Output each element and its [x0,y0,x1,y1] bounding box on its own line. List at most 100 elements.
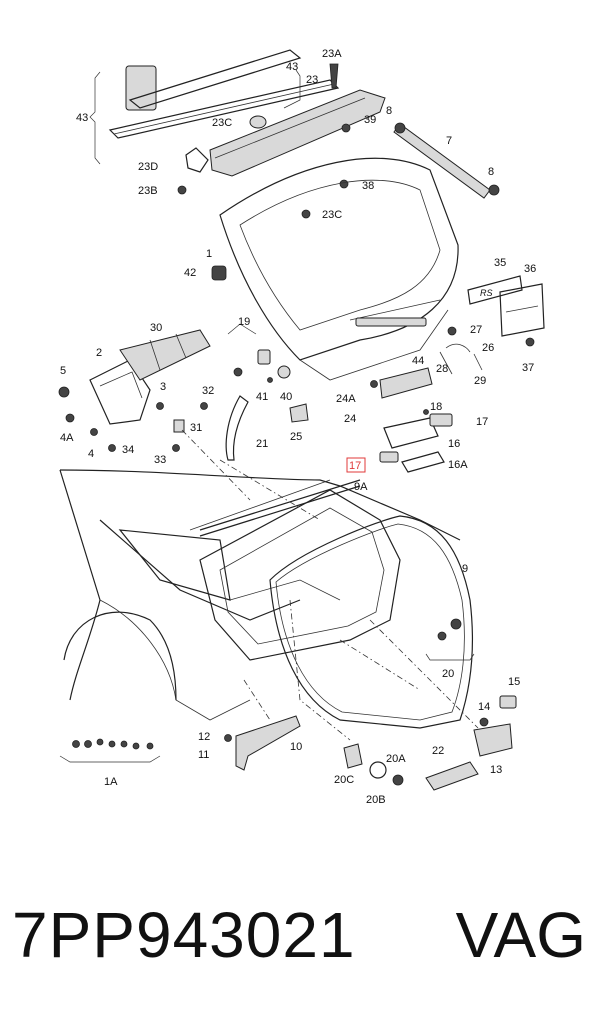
label-44: 44 [412,355,424,367]
grommet-icon [277,365,291,379]
label-33: 33 [154,454,166,466]
nut-icon [301,209,311,219]
bolt-icon [437,631,447,641]
license-lamp-icon [429,413,453,427]
label-22: 22 [432,745,444,757]
label-30: 30 [150,322,162,334]
bolt-icon [200,402,208,410]
handle-and-lamps [346,367,453,473]
label-28: 28 [436,363,448,375]
label-43a: 43 [76,112,88,124]
label-36: 36 [524,263,536,275]
bolt-icon [156,402,164,410]
label-20b: 20B [366,794,386,806]
nut-icon [65,413,75,423]
label-24: 24 [344,413,356,425]
label-15: 15 [508,676,520,688]
clip-icon [173,419,185,433]
label-23c-1: 23C [212,117,232,129]
parts-exploded-diagram: RS [58,48,545,806]
screw-icon [339,179,349,189]
label-18: 18 [430,401,442,413]
label-7: 7 [446,135,452,147]
label-16: 16 [448,438,460,450]
bolt-icon [479,717,489,727]
label-23: 23 [306,74,318,86]
lock-assembly [473,695,517,757]
bracket-icon [341,123,351,133]
label-43b: 43 [286,61,298,73]
label-9: 9 [462,563,468,575]
lower-trim-bracket [224,715,301,771]
label-29: 29 [474,375,486,387]
label-16a: 16A [448,459,468,471]
label-3: 3 [160,381,166,393]
label-23c-2: 23C [322,209,342,221]
vehicle-rear-body [59,469,461,721]
bolt-group [425,618,475,661]
screw-icon [177,185,187,195]
sealant-bag-icon [125,65,157,111]
grommet-icon [257,349,271,365]
label-17b: 17 [349,460,361,472]
hinge-assembly [58,329,211,452]
label-34: 34 [122,444,134,456]
label-32: 32 [202,385,214,397]
bolt-icon [450,618,462,630]
svg-text:RS: RS [480,288,493,298]
clip-icon [185,147,209,173]
screw-icon [447,326,457,336]
label-31: 31 [190,422,202,434]
label-21: 21 [256,438,268,450]
buffers-and-plate [343,743,479,791]
fastener-set [59,738,161,763]
label-27: 27 [470,324,482,336]
bumper-stop-icon [211,265,227,281]
screw-icon [108,444,116,452]
label-39: 39 [364,114,376,126]
screw-icon [370,380,378,388]
label-10: 10 [290,741,302,753]
label-26: 26 [482,342,494,354]
label-5: 5 [60,365,66,377]
ball-stud-icon [394,122,406,134]
label-4: 4 [88,448,94,460]
label-17a: 17 [476,416,488,428]
label-13: 13 [490,764,502,776]
switch-icon [499,695,517,709]
grommet-icon [233,367,243,377]
label-20a: 20A [386,753,406,765]
label-24a: 24A [336,393,356,405]
label-25: 25 [290,431,302,443]
footer: 7PP943021 VAG [0,880,600,990]
bulb-icon [423,409,429,415]
nut-icon [58,386,70,398]
ball-stud-icon [488,184,500,196]
gas-strut [339,122,500,199]
nut-icon [249,115,267,129]
label-2: 2 [96,347,102,359]
license-lamp-icon [379,451,399,463]
screw-icon [172,444,180,452]
roof-spoiler [177,63,386,195]
brand-name: VAG [455,899,586,971]
label-20: 20 [442,668,454,680]
clip-icon [267,377,273,383]
label-23a: 23A [322,48,342,60]
label-19: 19 [238,316,250,328]
label-12: 12 [198,731,210,743]
label-20c: 20C [334,774,354,786]
label-1a: 1A [104,776,118,788]
label-14: 14 [478,701,490,713]
tailgate-panel [211,157,459,381]
label-35: 35 [494,257,506,269]
emblem-plates: RS [439,275,545,375]
callout-labels: 43 43 23 23A 23C 23D 23B 39 8 7 8 38 23C… [60,48,536,806]
label-23b: 23B [138,185,158,197]
label-37: 37 [522,362,534,374]
label-11: 11 [198,749,209,761]
label-23d: 23D [138,161,158,173]
screw-icon [525,337,535,347]
cable-guides [225,323,309,461]
bolt-icon [329,63,339,89]
